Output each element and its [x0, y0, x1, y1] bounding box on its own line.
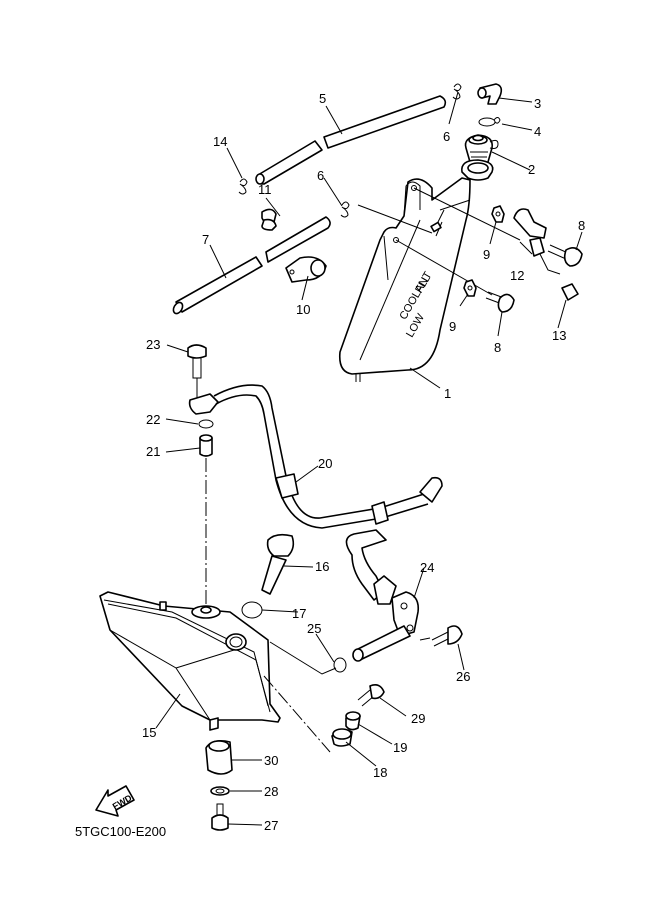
dipstick-16[interactable] [261, 533, 295, 595]
callout-28: 28 [264, 784, 278, 799]
callout-20: 20 [318, 456, 332, 471]
oil-delivery-pipe-20[interactable] [188, 384, 443, 529]
assembly-line [263, 675, 331, 753]
callout-8-upper: 8 [578, 218, 585, 233]
fwd-arrow-icon: FWD [95, 785, 135, 817]
hose-clamp-11[interactable] [261, 208, 277, 231]
callout-9-upper: 9 [483, 247, 490, 262]
callout-26: 26 [456, 669, 470, 684]
gasket-28[interactable] [210, 786, 230, 796]
joint-21[interactable] [199, 434, 213, 457]
callout-9-lower: 9 [449, 319, 456, 334]
callout-29: 29 [411, 711, 425, 726]
breather-hose-5[interactable] [255, 95, 447, 185]
oil-tank-15[interactable] [99, 591, 281, 731]
union-bolt-23[interactable] [187, 344, 207, 402]
coolant-reservoir-tank-1[interactable] [338, 159, 494, 382]
callout-5: 5 [319, 91, 326, 106]
callout-19: 19 [393, 740, 407, 755]
callout-2: 2 [528, 162, 535, 177]
bolt-29[interactable] [357, 684, 385, 707]
callout-6-mid: 6 [317, 168, 324, 183]
bolt-8-upper[interactable] [547, 244, 583, 267]
callout-3: 3 [534, 96, 541, 111]
callout-30: 30 [264, 753, 278, 768]
drain-bolt-27[interactable] [211, 803, 229, 831]
callout-10: 10 [296, 302, 310, 317]
hose-clip-6-top[interactable] [452, 83, 462, 100]
drawing-code: 5TGC100-E200 [75, 824, 166, 839]
callout-24: 24 [420, 560, 434, 575]
callout-22: 22 [146, 412, 160, 427]
callout-21: 21 [146, 444, 160, 459]
callout-1: 1 [444, 386, 451, 401]
washer-9-lower[interactable] [463, 279, 477, 297]
bolt-26[interactable] [431, 625, 463, 647]
elbow-joint-3[interactable] [477, 83, 503, 105]
collar-19[interactable] [345, 711, 361, 731]
bolt-8-lower[interactable] [485, 291, 515, 313]
callout-23: 23 [146, 337, 160, 352]
callout-15: 15 [142, 725, 156, 740]
o-ring-22[interactable] [198, 419, 214, 429]
callout-17: 17 [292, 606, 306, 621]
callout-6-top: 6 [443, 129, 450, 144]
callout-16: 16 [315, 559, 329, 574]
callout-12: 12 [510, 268, 524, 283]
hose-clip-4[interactable] [478, 117, 501, 127]
callout-7: 7 [202, 232, 209, 247]
callout-13: 13 [552, 328, 566, 343]
callout-14: 14 [213, 134, 227, 149]
callout-25: 25 [307, 621, 321, 636]
leader-lines [155, 91, 583, 826]
callout-4: 4 [534, 124, 541, 139]
hose-clip-6-mid[interactable] [340, 201, 350, 218]
oil-hose-joint-24[interactable] [345, 529, 420, 662]
grommet-18[interactable] [331, 728, 353, 747]
hose-holder-10[interactable] [285, 256, 327, 283]
strainer-30[interactable] [205, 740, 233, 775]
overflow-hose-7[interactable] [172, 216, 331, 315]
callout-27: 27 [264, 818, 278, 833]
callout-8-lower: 8 [494, 340, 501, 355]
bracket-clip-12[interactable] [513, 208, 561, 275]
callout-18: 18 [373, 765, 387, 780]
o-ring-17[interactable] [241, 601, 263, 619]
callout-11: 11 [258, 182, 272, 197]
o-ring-25[interactable] [333, 657, 347, 673]
clip-nut-13[interactable] [561, 283, 579, 301]
washer-9-upper[interactable] [491, 205, 505, 223]
reservoir-cap-2[interactable] [464, 134, 499, 166]
hose-clip-14[interactable] [238, 178, 248, 195]
